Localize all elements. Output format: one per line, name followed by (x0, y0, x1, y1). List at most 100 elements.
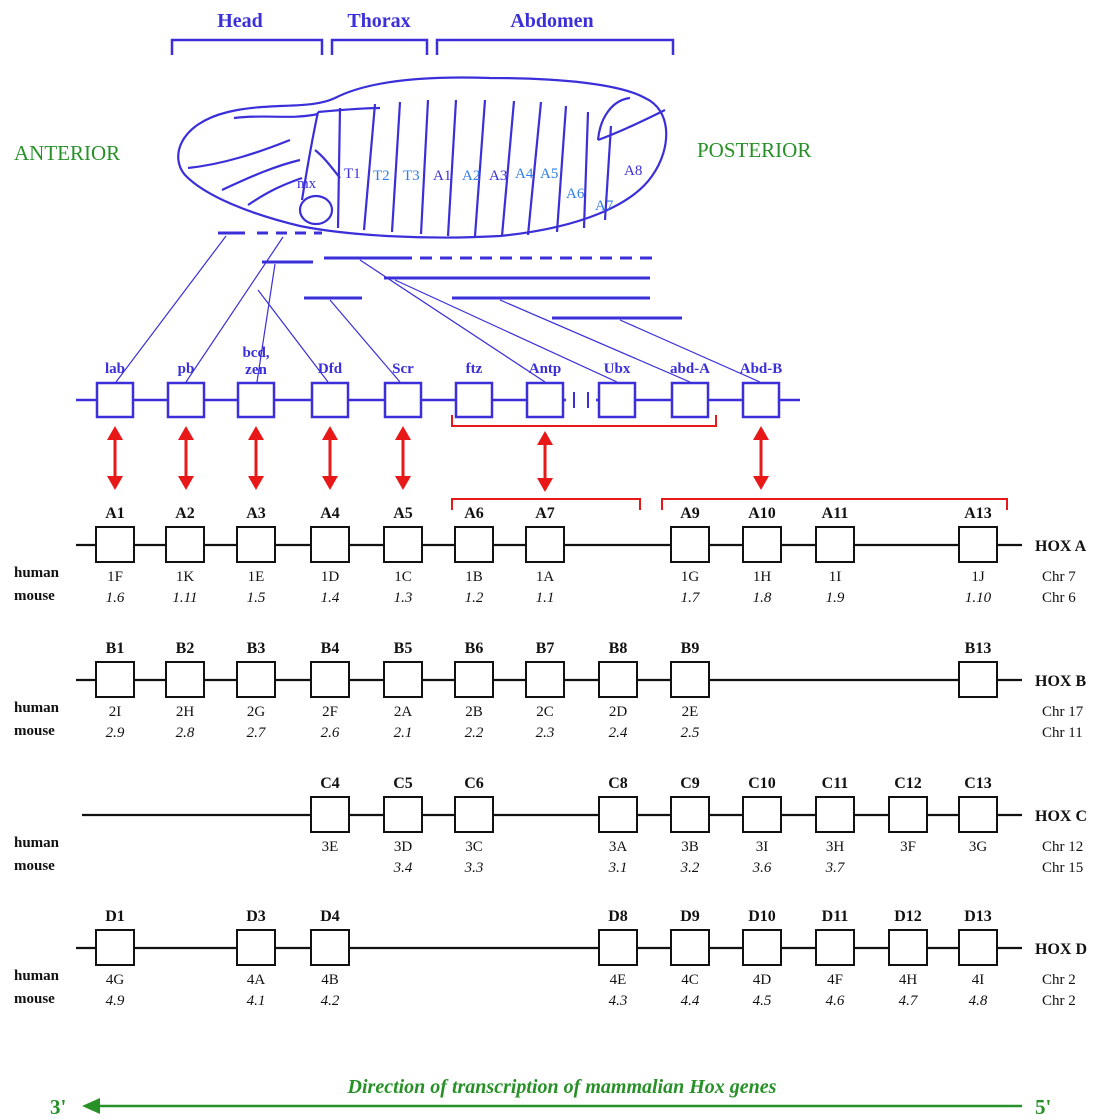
gene-label: C4 (320, 775, 340, 792)
gene-label: C11 (822, 775, 849, 792)
gene-box (743, 527, 781, 562)
mouse-gene-name: 4.2 (321, 993, 340, 1009)
mouse-chromosome: Chr 11 (1042, 725, 1083, 741)
gene-label: A13 (964, 505, 992, 522)
end-3-prime: 3' (50, 1095, 66, 1119)
hox-cluster: B12I2.9B22H2.8B32G2.7B42F2.6B52A2.1B62B2… (14, 640, 1086, 741)
mouse-chromosome: Chr 15 (1042, 860, 1083, 876)
gene-label: A2 (175, 505, 195, 522)
mouse-gene-name: 4.6 (826, 993, 845, 1009)
cluster-name: HOX B (1035, 673, 1086, 690)
human-gene-name: 3I (756, 839, 769, 855)
segment-label: A7 (595, 198, 614, 214)
gene-box (959, 662, 997, 697)
gene-box (889, 930, 927, 965)
gene-box (671, 930, 709, 965)
human-gene-name: 4F (827, 972, 843, 988)
mouse-gene-name: 3.7 (825, 860, 846, 876)
thorax-bracket (332, 40, 427, 55)
cluster-name: HOX C (1035, 808, 1087, 825)
mouse-gene-name: 4.8 (969, 993, 988, 1009)
gene-label: B9 (681, 640, 700, 657)
anterior-label: ANTERIOR (14, 141, 120, 165)
gene-label: B13 (965, 640, 992, 657)
fly-gene-label: lab (105, 361, 125, 377)
human-gene-name: 2A (394, 704, 413, 720)
homology-arrow-icon (395, 426, 411, 490)
species-human-label: human (14, 565, 60, 581)
mouse-gene-name: 3.2 (680, 860, 700, 876)
gene-box (384, 797, 422, 832)
human-gene-name: 1J (971, 569, 985, 585)
human-gene-name: 4A (247, 972, 266, 988)
fly-gene-box (385, 383, 421, 417)
human-gene-name: 1I (829, 569, 842, 585)
gene-box (671, 662, 709, 697)
human-gene-name: 1E (248, 569, 265, 585)
gene-label: B4 (321, 640, 340, 657)
human-gene-name: 2E (682, 704, 699, 720)
gene-box (599, 930, 637, 965)
species-mouse-label: mouse (14, 723, 55, 739)
segment-label: A5 (540, 166, 558, 182)
mouse-gene-name: 3.4 (393, 860, 413, 876)
fly-gene-box (456, 383, 492, 417)
human-gene-name: 1H (753, 569, 772, 585)
human-gene-name: 3D (394, 839, 413, 855)
region-brackets (172, 40, 673, 55)
mouse-gene-name: 1.5 (247, 590, 266, 606)
homology-arrows (107, 426, 769, 492)
gene-label: C9 (680, 775, 700, 792)
mouse-gene-name: 2.1 (394, 725, 413, 741)
human-gene-name: 3A (609, 839, 628, 855)
mouse-gene-name: 4.5 (753, 993, 772, 1009)
mouse-gene-name: 2.8 (176, 725, 195, 741)
gene-label: B7 (536, 640, 555, 657)
human-gene-name: 1A (536, 569, 555, 585)
gene-label: A11 (822, 505, 849, 522)
segment-label: A3 (489, 168, 507, 184)
fly-gene-box (312, 383, 348, 417)
mouse-gene-name: 2.7 (247, 725, 267, 741)
gene-box (959, 527, 997, 562)
human-gene-name: 4B (321, 972, 339, 988)
gene-label: D13 (964, 908, 992, 925)
human-gene-name: 2C (536, 704, 554, 720)
mouse-gene-name: 4.3 (609, 993, 628, 1009)
segment-label: A1 (433, 168, 451, 184)
species-human-label: human (14, 968, 60, 984)
gene-label: A10 (748, 505, 776, 522)
gene-box (96, 930, 134, 965)
human-gene-name: 2F (322, 704, 338, 720)
segment-label: A8 (624, 163, 642, 179)
gene-box (96, 527, 134, 562)
mouse-gene-name: 2.9 (106, 725, 125, 741)
hox-cluster: A11F1.6A21K1.11A31E1.5A41D1.4A51C1.3A61B… (14, 505, 1087, 606)
segment-label: A4 (515, 166, 534, 182)
gene-label: D12 (894, 908, 922, 925)
gene-box (311, 527, 349, 562)
transcription-caption: Direction of transcription of mammalian … (347, 1076, 777, 1098)
segment-labels: mx T1 T2 T3 A1 A2 A3 A4 A5 A6 A7 A8 (297, 163, 642, 214)
human-gene-name: 2G (247, 704, 266, 720)
gene-box (166, 662, 204, 697)
gene-box (671, 527, 709, 562)
gene-box (237, 930, 275, 965)
gene-label: A4 (320, 505, 340, 522)
homology-arrow-icon (178, 426, 194, 490)
fly-gene-boxes: labpbbcd,zenDfdScrftzAntpUbxabd-AAbd-B (97, 345, 782, 417)
gene-label: A3 (246, 505, 266, 522)
fly-gene-label: bcd, (242, 345, 269, 361)
gene-label: A9 (680, 505, 700, 522)
gene-label: D9 (680, 908, 700, 925)
gene-box (237, 527, 275, 562)
gene-box (816, 527, 854, 562)
fly-gene-box (168, 383, 204, 417)
mouse-gene-name: 4.4 (681, 993, 700, 1009)
species-mouse-label: mouse (14, 991, 55, 1007)
human-gene-name: 1K (176, 569, 195, 585)
gene-label: A6 (464, 505, 484, 522)
human-gene-name: 1B (465, 569, 483, 585)
gene-box (311, 662, 349, 697)
